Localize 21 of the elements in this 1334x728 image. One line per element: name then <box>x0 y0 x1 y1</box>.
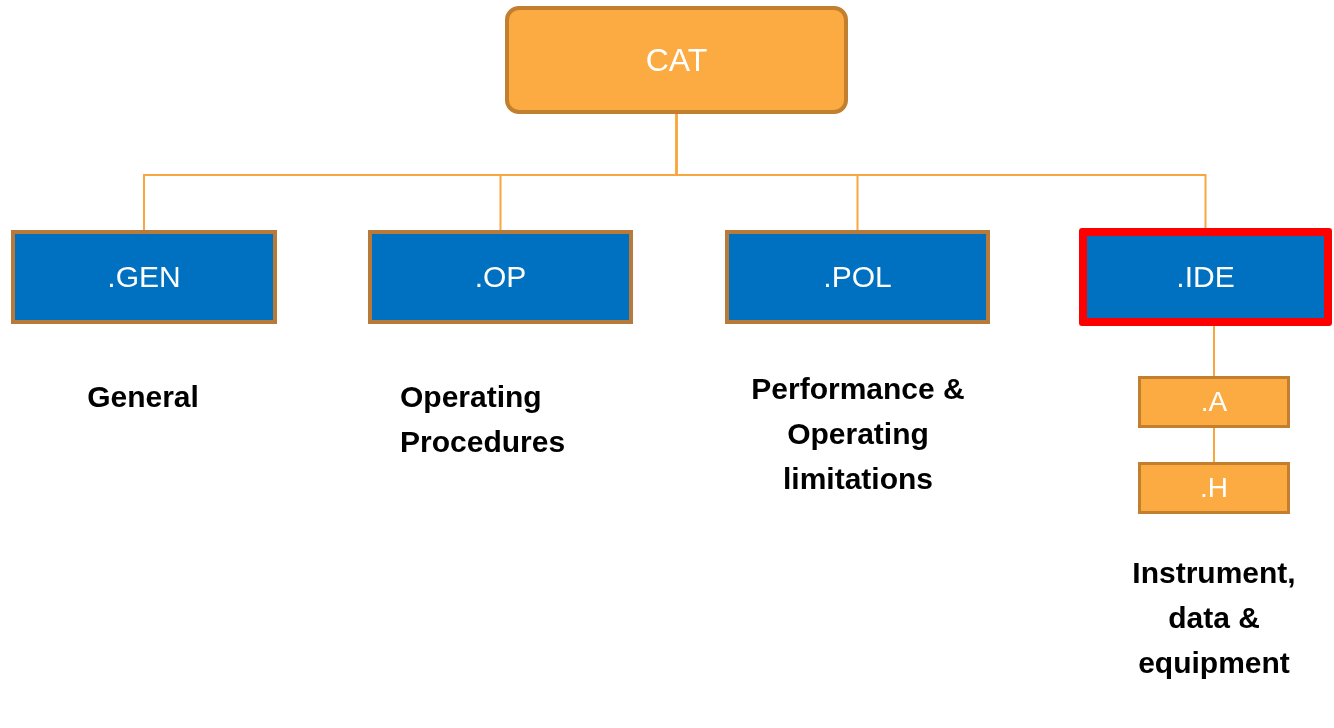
description-text: General <box>86 379 200 415</box>
label-box <box>1079 228 1332 326</box>
connector-line <box>675 113 1207 229</box>
connector-line <box>1213 325 1215 377</box>
box-label: .H <box>1200 472 1228 504</box>
connector-line <box>1213 427 1215 463</box>
box-label: .A <box>1200 386 1228 418</box>
label-box <box>368 230 633 324</box>
label-box <box>1138 376 1290 428</box>
box-label: CAT <box>645 41 708 79</box>
box-label: .OP <box>474 260 527 294</box>
description-text: Instrument, data & equipment <box>1131 555 1297 681</box>
label-box <box>725 230 990 324</box>
box-label: .GEN <box>107 260 181 294</box>
description-text: Performance & Operating limitations <box>750 371 966 497</box>
label-box <box>11 230 277 324</box>
box-label: .IDE <box>1176 260 1235 294</box>
label-box <box>505 6 848 114</box>
label-box <box>1138 462 1290 514</box>
box-label: .POL <box>823 260 892 294</box>
description-text: Operating Procedures <box>400 379 567 460</box>
